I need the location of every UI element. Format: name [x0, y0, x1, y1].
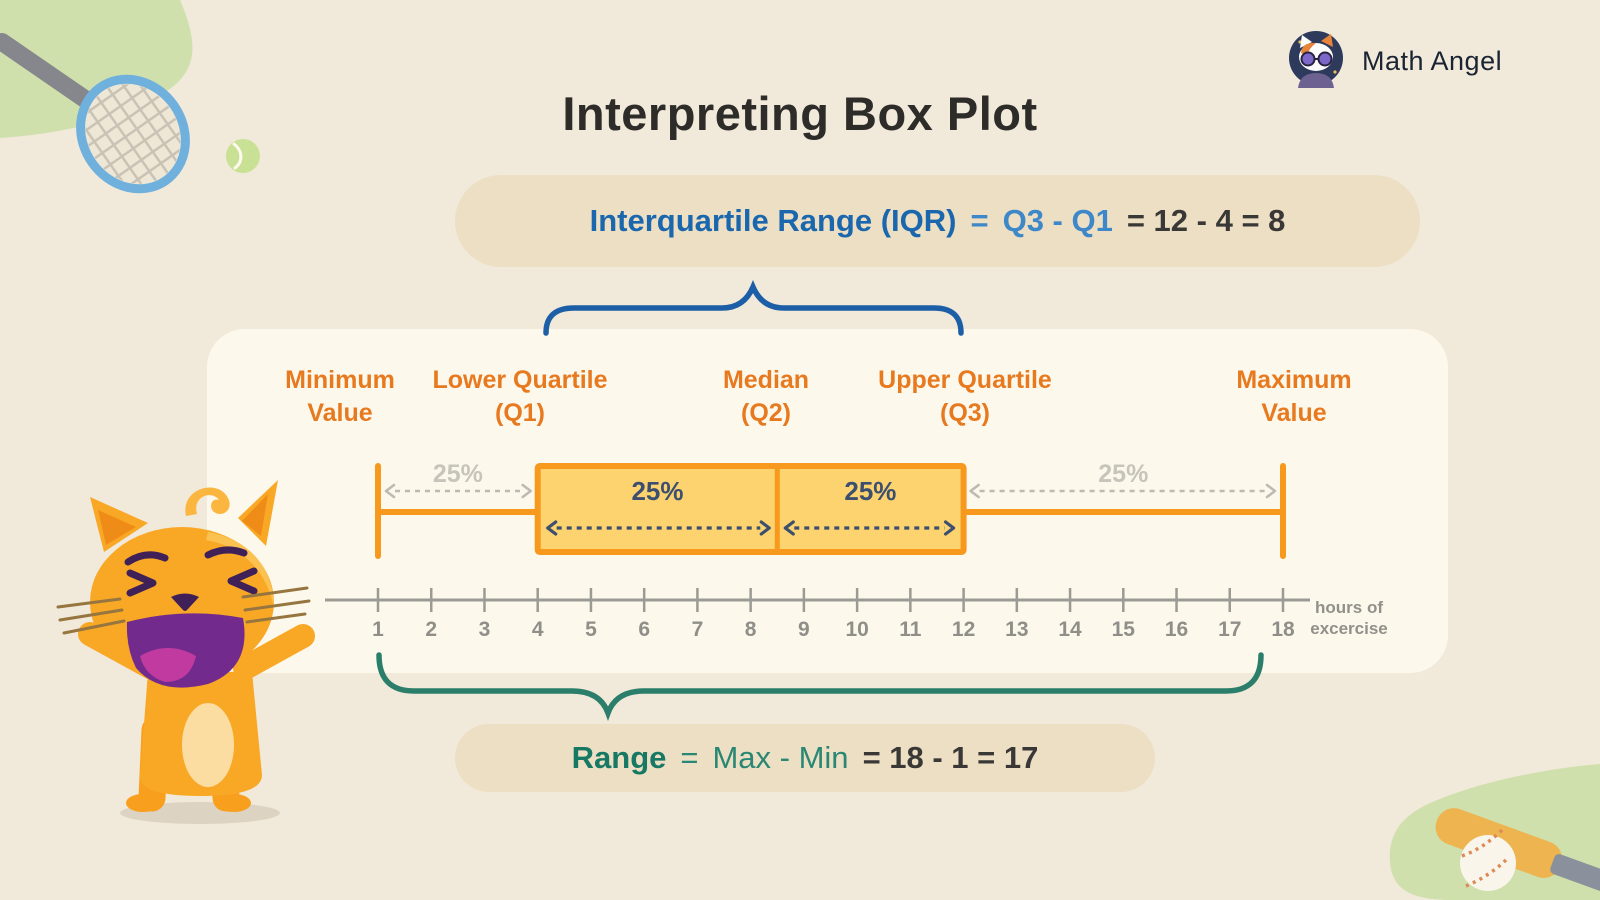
baseball-icon	[1460, 828, 1516, 891]
brand-logo: Math Angel	[1288, 28, 1502, 94]
tennis-ball-icon	[226, 139, 260, 173]
range-expression: Max - Min	[712, 740, 849, 775]
label-upper-quartile: Upper Quartile (Q3)	[878, 366, 1052, 427]
label-median: Median (Q2)	[722, 366, 810, 427]
iqr-expression: Q3 - Q1	[1002, 203, 1113, 238]
axis-caption: hours of excercise	[1310, 598, 1388, 638]
label-maximum-value: Maximum Value	[1236, 366, 1352, 427]
range-formula-pill: Range = Max - Min = 18 - 1 = 17	[455, 724, 1155, 792]
range-result: = 18 - 1 = 17	[862, 740, 1039, 775]
range-equals: =	[680, 740, 699, 775]
label-lower-quartile: Lower Quartile (Q1)	[432, 366, 608, 427]
iqr-result: = 12 - 4 = 8	[1126, 203, 1286, 238]
range-label: Range	[571, 740, 667, 775]
green-blob-bottom-right	[1389, 764, 1600, 900]
iqr-equals: =	[970, 203, 989, 238]
label-minimum-value: Minimum Value	[285, 366, 395, 427]
baseball-bat-icon	[1435, 808, 1600, 900]
iqr-label: Interquartile Range (IQR)	[589, 203, 957, 238]
cat-avatar-icon	[1289, 31, 1343, 88]
mascot-shadow	[120, 802, 280, 824]
page-title: Interpreting Box Plot	[562, 87, 1038, 141]
brand-name: Math Angel	[1362, 45, 1503, 76]
iqr-formula-pill: Interquartile Range (IQR) = Q3 - Q1 = 12…	[455, 175, 1420, 267]
iqr-brace	[543, 280, 964, 336]
